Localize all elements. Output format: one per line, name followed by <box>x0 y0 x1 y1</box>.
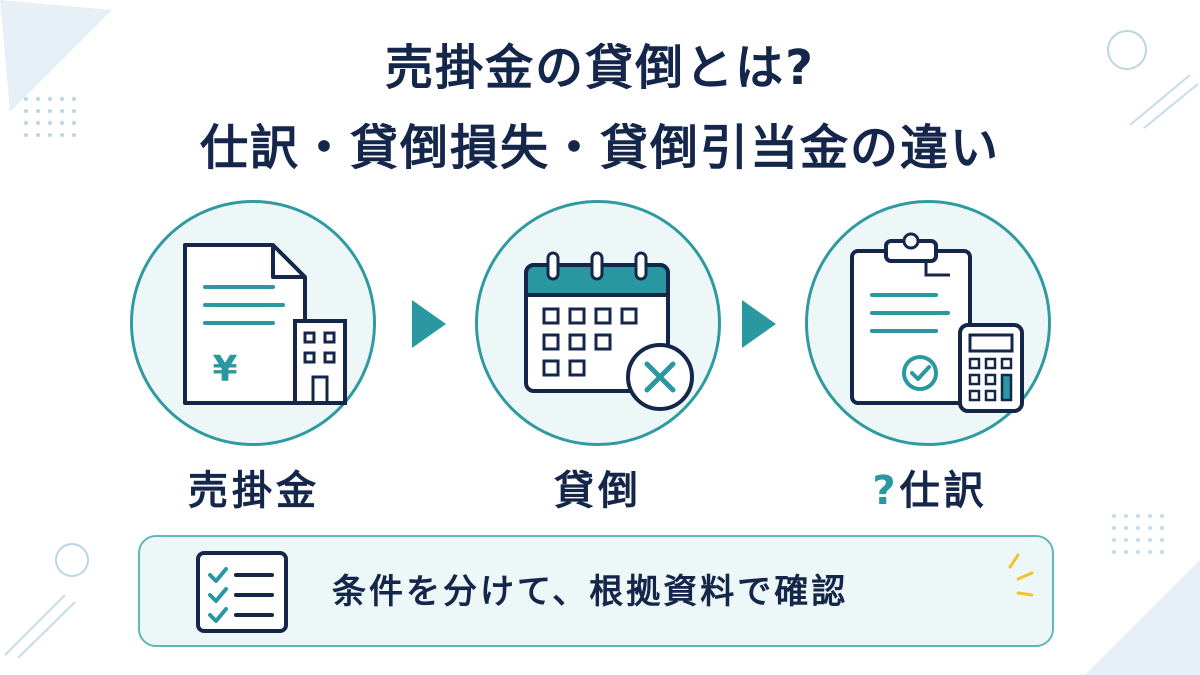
arrow-right-icon <box>742 300 776 348</box>
summary-banner: 条件を分けて、根拠資料で確認 <box>138 535 1054 647</box>
sparkle-icon <box>1008 553 1034 597</box>
diagonal-lines-bottom-left <box>4 594 76 659</box>
step-label-bad-debt: 貸倒 <box>554 468 642 514</box>
dot-grid-bottom-right <box>1112 514 1164 554</box>
checklist-icon <box>196 551 288 633</box>
step-circle-bad-debt <box>475 200 721 446</box>
svg-text:¥: ¥ <box>212 349 237 390</box>
ring-bottom-left <box>55 543 89 577</box>
page-title-line2: 仕訳・貸倒損失・貸倒引当金の違い <box>199 120 1000 176</box>
document-yen-building-icon: ¥ <box>183 243 347 405</box>
dot-grid-top-left <box>24 97 76 137</box>
diagonal-lines-top-right <box>1129 74 1199 129</box>
question-icon: ? <box>872 468 900 514</box>
step-circle-journal <box>805 200 1051 446</box>
step-label-journal: ?仕訳 <box>800 458 1060 516</box>
step-label-journal-text: 仕訳 <box>899 468 988 514</box>
step-label-receivable: 売掛金 <box>188 468 320 514</box>
corner-triangle-top-left <box>0 0 112 112</box>
page-title-line1: 売掛金の貸倒とは? <box>385 40 815 96</box>
calendar-x-icon <box>524 251 694 411</box>
step-circle-receivable: ¥ <box>130 200 376 446</box>
arrow-right-icon <box>412 300 446 348</box>
ring-top-right <box>1107 30 1147 70</box>
clipboard-calculator-icon <box>850 232 1024 413</box>
corner-triangle-bottom-right <box>1085 560 1200 675</box>
banner-text: 条件を分けて、根拠資料で確認 <box>332 572 849 612</box>
